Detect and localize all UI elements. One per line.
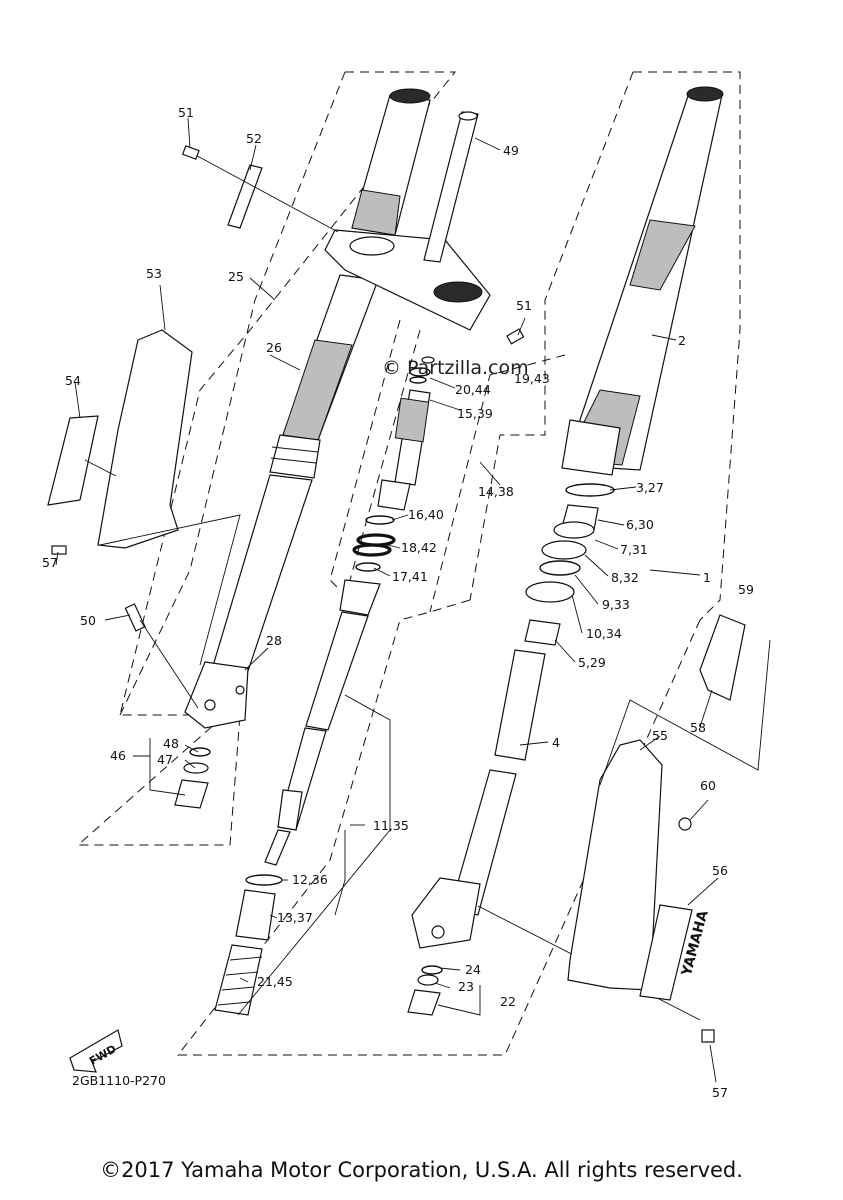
callout-labels: 51 52 49 53 25 51 26 2 54 20,44 19,43 15… bbox=[42, 105, 754, 1100]
callout-47: 47 bbox=[157, 752, 173, 767]
bolt-51-top bbox=[181, 145, 200, 160]
seal-7 bbox=[553, 521, 595, 539]
bolt-57-right bbox=[701, 1029, 715, 1043]
callout-26: 26 bbox=[266, 340, 282, 355]
callout-1: 1 bbox=[703, 570, 711, 585]
bolt-57-left bbox=[51, 545, 67, 555]
callout-55: 55 bbox=[652, 728, 668, 743]
callout-8-32: 8,32 bbox=[611, 570, 639, 585]
callout-14-38: 14,38 bbox=[478, 484, 514, 499]
fork-guard-55 bbox=[567, 739, 663, 991]
callout-25: 25 bbox=[228, 269, 244, 284]
callout-3-27: 3,27 bbox=[636, 480, 664, 495]
right-fork-assembly bbox=[407, 86, 724, 1021]
inner-tube-4 bbox=[494, 649, 546, 761]
callout-7-31: 7,31 bbox=[620, 542, 648, 557]
left-inner-tube-band bbox=[351, 189, 401, 236]
callout-9-33: 9,33 bbox=[602, 597, 630, 612]
callout-6-30: 6,30 bbox=[626, 517, 654, 532]
callout-21-45: 21,45 bbox=[257, 974, 293, 989]
callout-13-37: 13,37 bbox=[277, 910, 313, 925]
callout-24: 24 bbox=[465, 962, 481, 977]
callout-18-42: 18,42 bbox=[401, 540, 437, 555]
brake-hose-holder-52 bbox=[227, 164, 263, 229]
watermark: © Partzilla.com bbox=[382, 357, 529, 379]
spring-21 bbox=[214, 944, 263, 1016]
callout-11-35: 11,35 bbox=[373, 818, 409, 833]
callout-46: 46 bbox=[110, 748, 126, 763]
callout-57a: 57 bbox=[42, 555, 58, 570]
seal-10 bbox=[525, 581, 575, 603]
callout-51b: 51 bbox=[516, 298, 532, 313]
callout-28: 28 bbox=[266, 633, 282, 648]
callout-59: 59 bbox=[738, 582, 754, 597]
right-guard-assembly bbox=[567, 614, 771, 1043]
callout-53: 53 bbox=[146, 266, 162, 281]
callout-20-44: 20,44 bbox=[455, 382, 491, 397]
label-54 bbox=[47, 415, 99, 506]
callout-60: 60 bbox=[700, 778, 716, 793]
decal-56 bbox=[639, 904, 693, 1001]
triple-clamp-assembly bbox=[181, 111, 525, 345]
forward-direction-arrow: FWD bbox=[69, 1029, 123, 1073]
left-fork-assembly bbox=[184, 88, 431, 729]
callout-57b: 57 bbox=[712, 1085, 728, 1100]
steering-stem-49 bbox=[423, 111, 479, 263]
callout-23: 23 bbox=[458, 979, 474, 994]
callout-17-41: 17,41 bbox=[392, 569, 428, 584]
callout-22: 22 bbox=[500, 994, 516, 1009]
axle-bracket-28 bbox=[184, 661, 249, 729]
callout-56: 56 bbox=[712, 863, 728, 878]
callout-12-36: 12,36 bbox=[292, 872, 328, 887]
spring-guide-13 bbox=[235, 889, 276, 941]
seal-8 bbox=[541, 540, 587, 560]
guard-clamp-59 bbox=[699, 614, 746, 701]
callout-16-40: 16,40 bbox=[408, 507, 444, 522]
callout-19-43: 19,43 bbox=[514, 371, 550, 386]
callout-49: 49 bbox=[503, 143, 519, 158]
copyright-notice: ©2017 Yamaha Motor Corporation, U.S.A. A… bbox=[100, 1158, 743, 1182]
callout-52: 52 bbox=[246, 131, 262, 146]
callout-2: 2 bbox=[678, 333, 686, 348]
callout-15-39: 15,39 bbox=[457, 406, 493, 421]
callout-54: 54 bbox=[65, 373, 81, 388]
right-axle-bracket bbox=[411, 877, 481, 949]
callout-10-34: 10,34 bbox=[586, 626, 622, 641]
diagram-code: 2GB1110-P270 bbox=[72, 1073, 166, 1088]
clip-9 bbox=[539, 560, 581, 576]
valve-22 bbox=[407, 989, 441, 1016]
nut-60 bbox=[678, 817, 692, 831]
fork-cap-assembly bbox=[339, 579, 381, 616]
bolt-51-right bbox=[506, 328, 525, 345]
callout-48: 48 bbox=[163, 736, 179, 751]
bushing-5 bbox=[524, 619, 561, 646]
left-tube-top-cap bbox=[389, 88, 431, 104]
callout-4: 4 bbox=[552, 735, 560, 750]
callout-5-29: 5,29 bbox=[578, 655, 606, 670]
callout-58: 58 bbox=[690, 720, 706, 735]
left-dust-seal bbox=[269, 434, 321, 479]
bolt-50 bbox=[124, 603, 146, 632]
callout-50: 50 bbox=[80, 613, 96, 628]
left-lower-leg bbox=[209, 474, 313, 681]
callout-leaders bbox=[55, 117, 719, 1083]
valve-46 bbox=[174, 779, 209, 809]
fork-guard-53 bbox=[97, 329, 193, 549]
callout-51a: 51 bbox=[178, 105, 194, 120]
cylinder-11 bbox=[305, 611, 369, 731]
fork-guard-assembly bbox=[47, 329, 241, 666]
air-bleed-assembly bbox=[124, 603, 211, 809]
cartridge-assembly bbox=[214, 356, 435, 1016]
